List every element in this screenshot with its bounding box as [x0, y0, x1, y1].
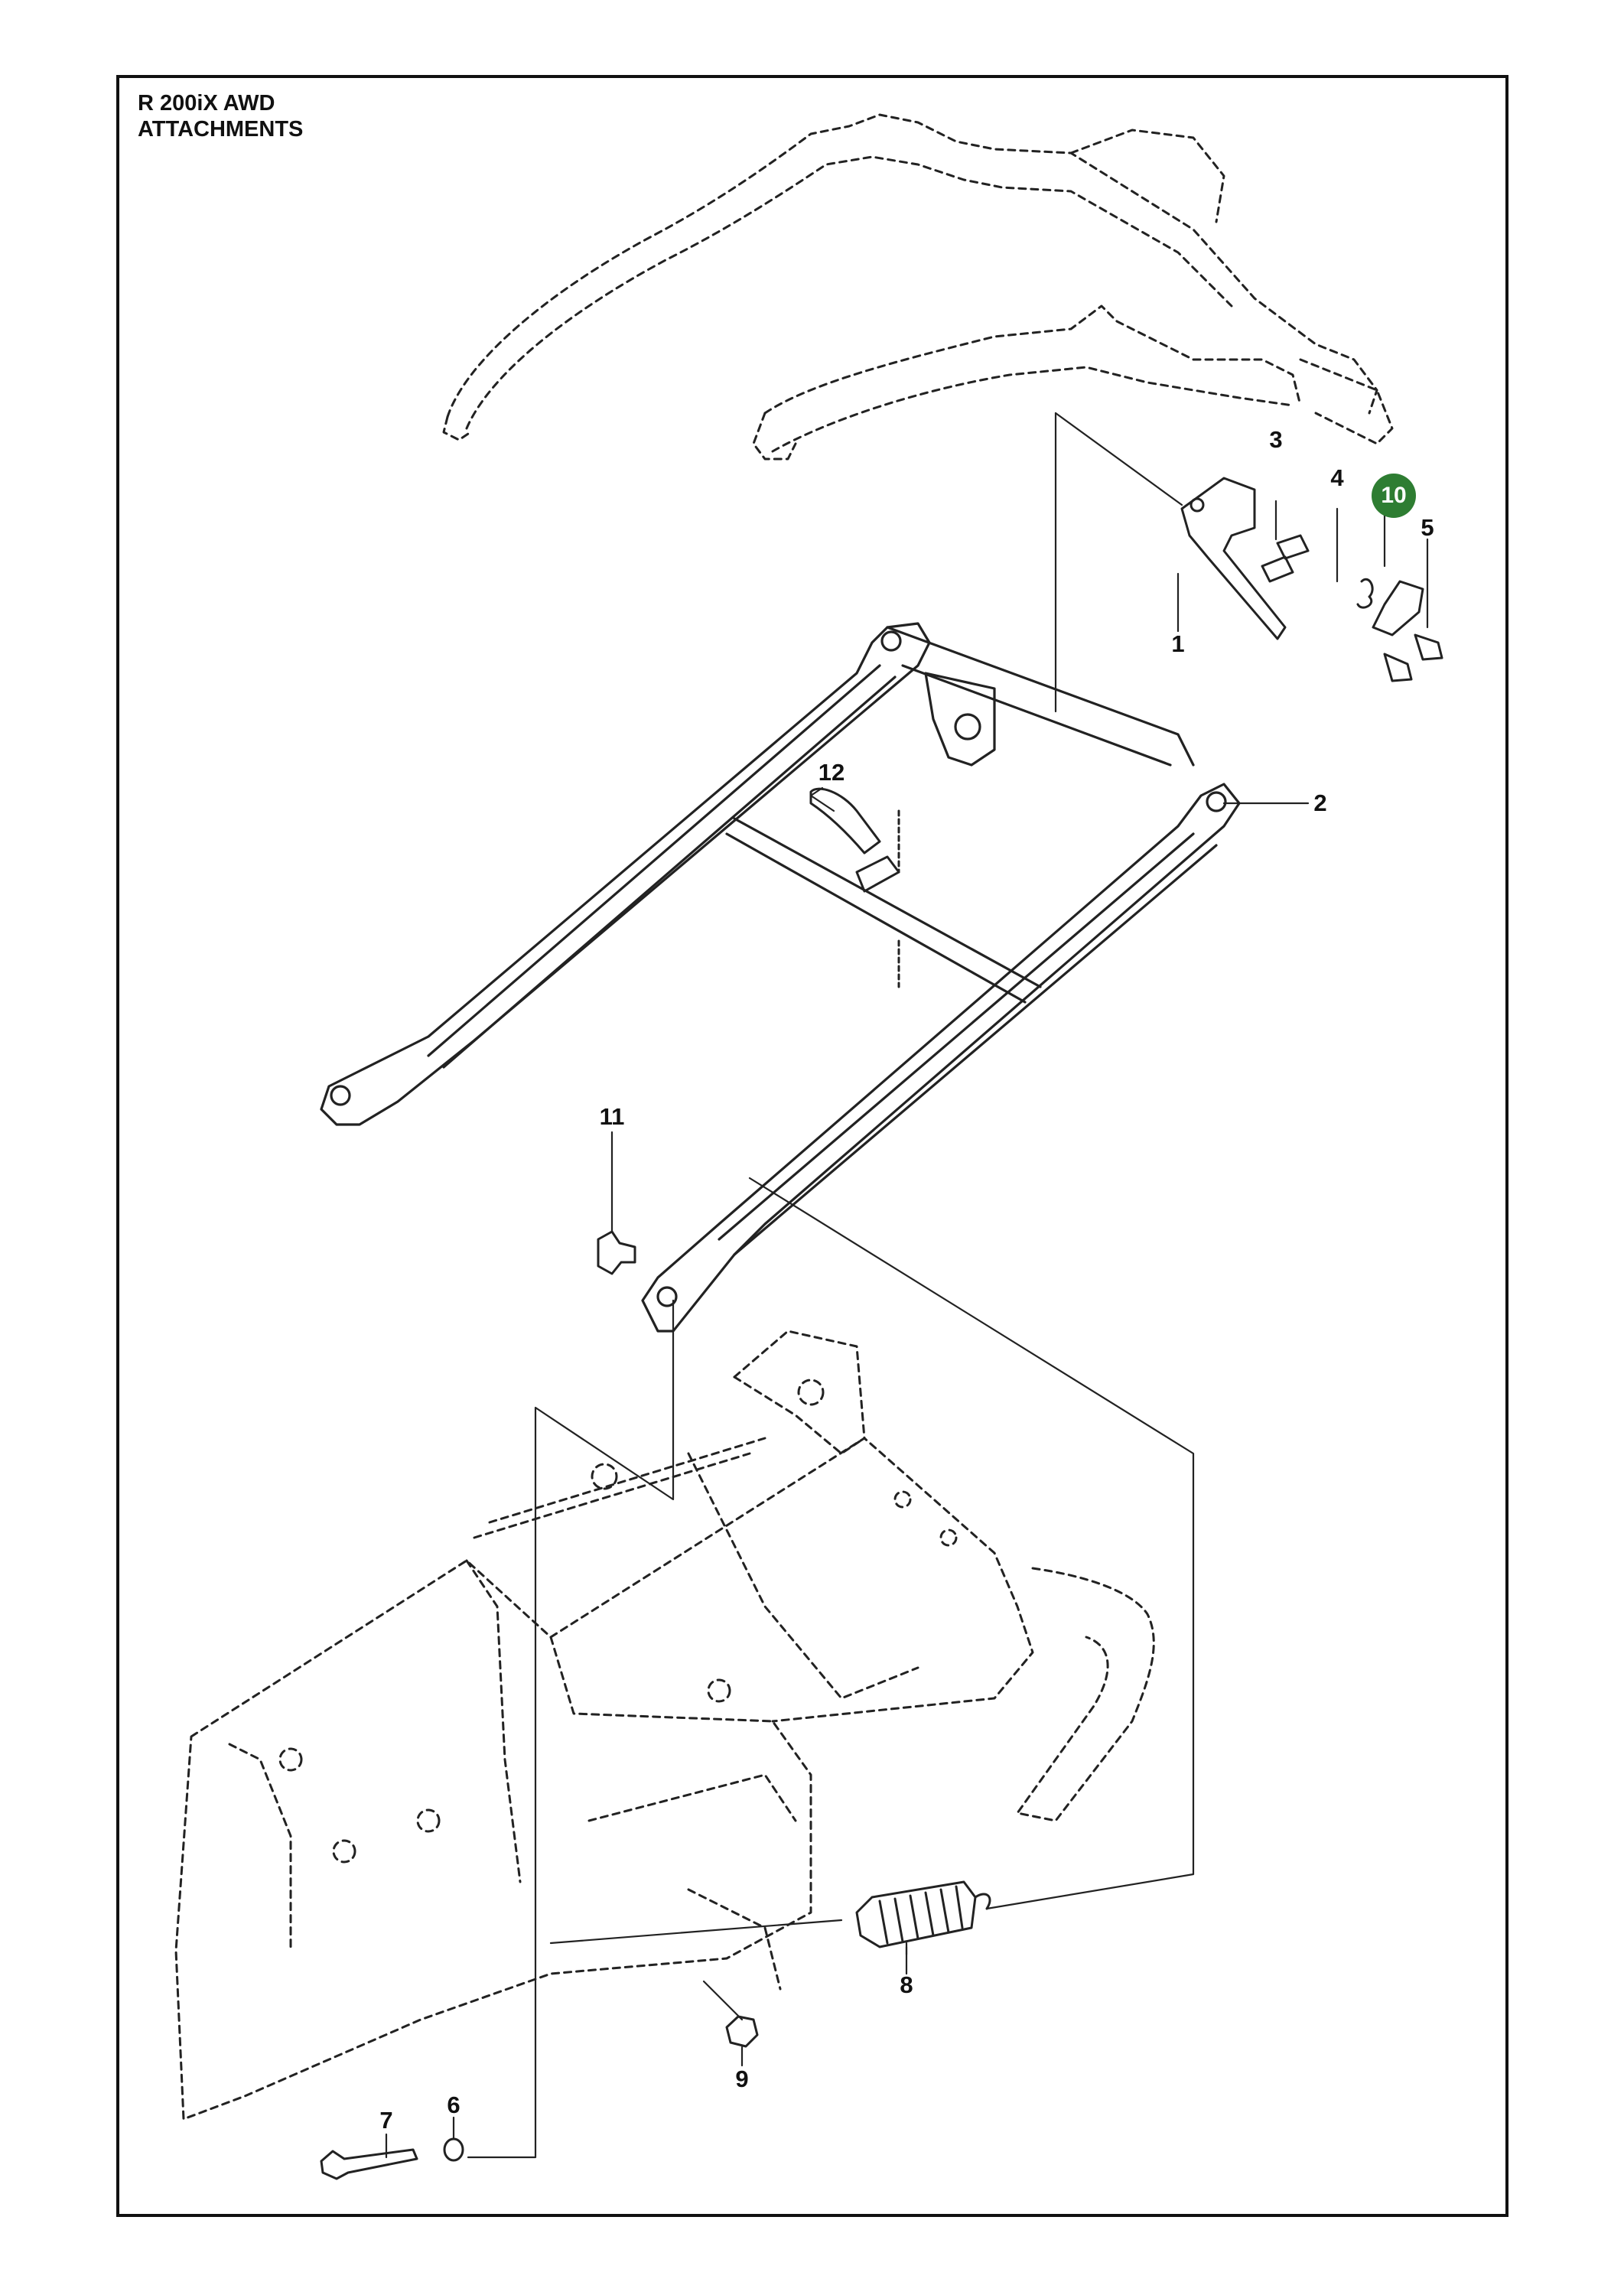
diagram-frame: [116, 75, 1508, 2217]
page-title: R 200iX AWD ATTACHMENTS: [138, 90, 303, 142]
callout-10-highlighted[interactable]: 10: [1372, 474, 1416, 518]
callout-7[interactable]: 7: [379, 2107, 393, 2134]
reference-lines: [385, 412, 1429, 2159]
section-name: ATTACHMENTS: [138, 117, 304, 142]
spring-part-8: [855, 1880, 991, 1948]
bolt-washer-parts: [320, 2137, 464, 2180]
callout-2[interactable]: 2: [1313, 789, 1327, 816]
callout-6[interactable]: 6: [447, 2092, 461, 2118]
callout-5[interactable]: 5: [1421, 514, 1434, 541]
callout-8[interactable]: 8: [900, 1971, 913, 1998]
callout-4[interactable]: 4: [1330, 464, 1344, 491]
nut-part-9: [725, 2015, 759, 2048]
clip-and-pins: [809, 787, 900, 988]
lift-arm-dashed: [442, 113, 1394, 461]
latch-assembly: [1180, 477, 1443, 682]
callout-3[interactable]: 3: [1269, 426, 1283, 453]
frame-part-2: [320, 622, 1241, 1333]
callout-12[interactable]: 12: [818, 759, 845, 786]
bolt-part-11: [597, 1230, 636, 1275]
callout-9[interactable]: 9: [735, 2066, 749, 2092]
chassis-dashed: [174, 1330, 1155, 2121]
callout-11[interactable]: 11: [599, 1103, 625, 1130]
model-name: R 200iX AWD: [138, 91, 275, 116]
callout-1[interactable]: 1: [1171, 630, 1185, 657]
